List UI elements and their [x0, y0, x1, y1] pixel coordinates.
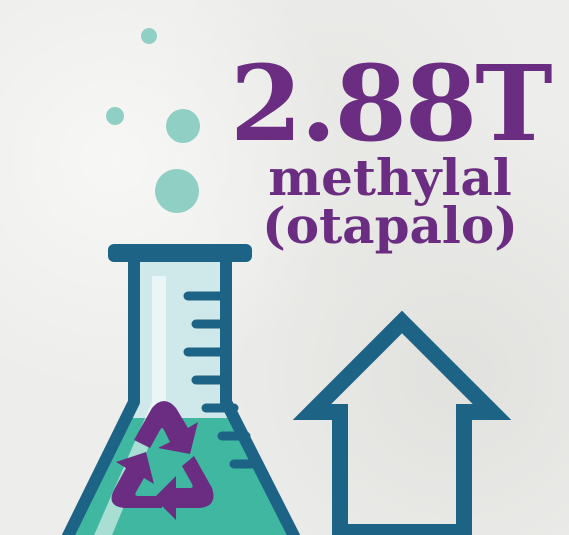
bubble-icon [106, 107, 124, 125]
bubble-icon [155, 169, 199, 213]
stat-block: 2.88T methylal (otapalo) [230, 42, 553, 255]
recycle-icon [111, 401, 214, 520]
bubble-icon [166, 109, 200, 143]
bubble-icon [141, 28, 157, 44]
bubbles [106, 28, 200, 213]
stat-label-line1: methylal [268, 148, 512, 207]
stat-value: 2.88T [230, 42, 553, 165]
stat-label-line2: (otapalo) [262, 196, 518, 255]
up-arrow-icon [292, 310, 512, 535]
